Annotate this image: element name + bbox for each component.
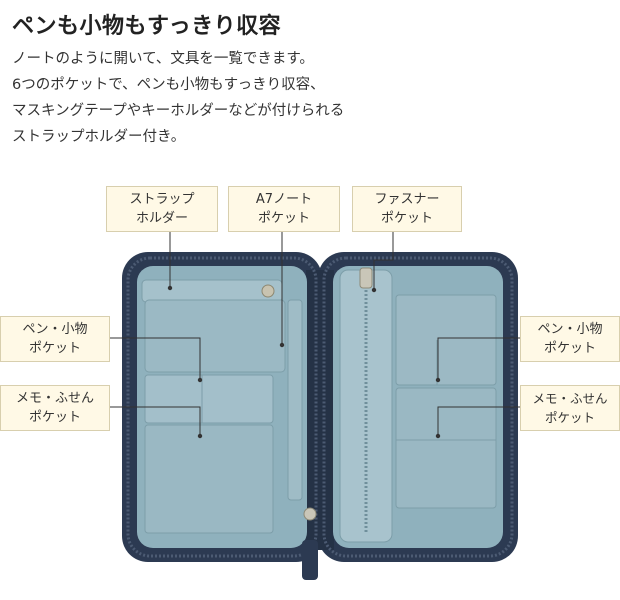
- description-line-3: マスキングテープやキーホルダーなどが付けられる: [12, 103, 345, 119]
- label-fastener-pocket: ファスナー ポケット: [352, 186, 462, 232]
- label-strap-holder-line2: ホルダー: [135, 211, 188, 226]
- label-a7-pocket-line1: A7ノート: [255, 192, 313, 207]
- label-memo-pocket-left: メモ・ふせん ポケット: [0, 385, 110, 431]
- label-strap-holder: ストラップ ホルダー: [106, 186, 218, 232]
- label-pen-left-line2: ポケット: [28, 341, 81, 356]
- label-fastener-pocket-line1: ファスナー: [374, 192, 440, 207]
- description-line-4: ストラップホルダー付き。: [12, 129, 186, 145]
- label-pen-right-line2: ポケット: [543, 341, 596, 356]
- label-memo-right-line2: ポケット: [544, 410, 595, 425]
- label-fastener-pocket-line2: ポケット: [380, 211, 433, 226]
- description-line-1: ノートのように開いて、文具を一覧できます。: [12, 51, 314, 67]
- page-title: ペンも小物もすっきり収容: [12, 14, 282, 39]
- label-pen-right-line1: ペン・小物: [537, 322, 603, 337]
- label-memo-left-line1: メモ・ふせん: [15, 391, 94, 406]
- label-pen-pocket-left: ペン・小物 ポケット: [0, 316, 110, 362]
- label-memo-left-line2: ポケット: [28, 410, 81, 425]
- label-pen-pocket-right: ペン・小物 ポケット: [520, 316, 620, 362]
- label-memo-pocket-right: メモ・ふせん ポケット: [520, 385, 620, 431]
- label-strap-holder-line1: ストラップ: [129, 192, 195, 207]
- description: ノートのように開いて、文具を一覧できます。 6つのポケットで、ペンも小物もすっき…: [12, 46, 344, 150]
- description-line-2: 6つのポケットで、ペンも小物もすっきり収容、: [12, 77, 325, 93]
- label-pen-left-line1: ペン・小物: [22, 322, 88, 337]
- label-a7-pocket-line2: ポケット: [257, 211, 310, 226]
- label-memo-right-line1: メモ・ふせん: [532, 391, 608, 406]
- label-a7-pocket: A7ノート ポケット: [228, 186, 340, 232]
